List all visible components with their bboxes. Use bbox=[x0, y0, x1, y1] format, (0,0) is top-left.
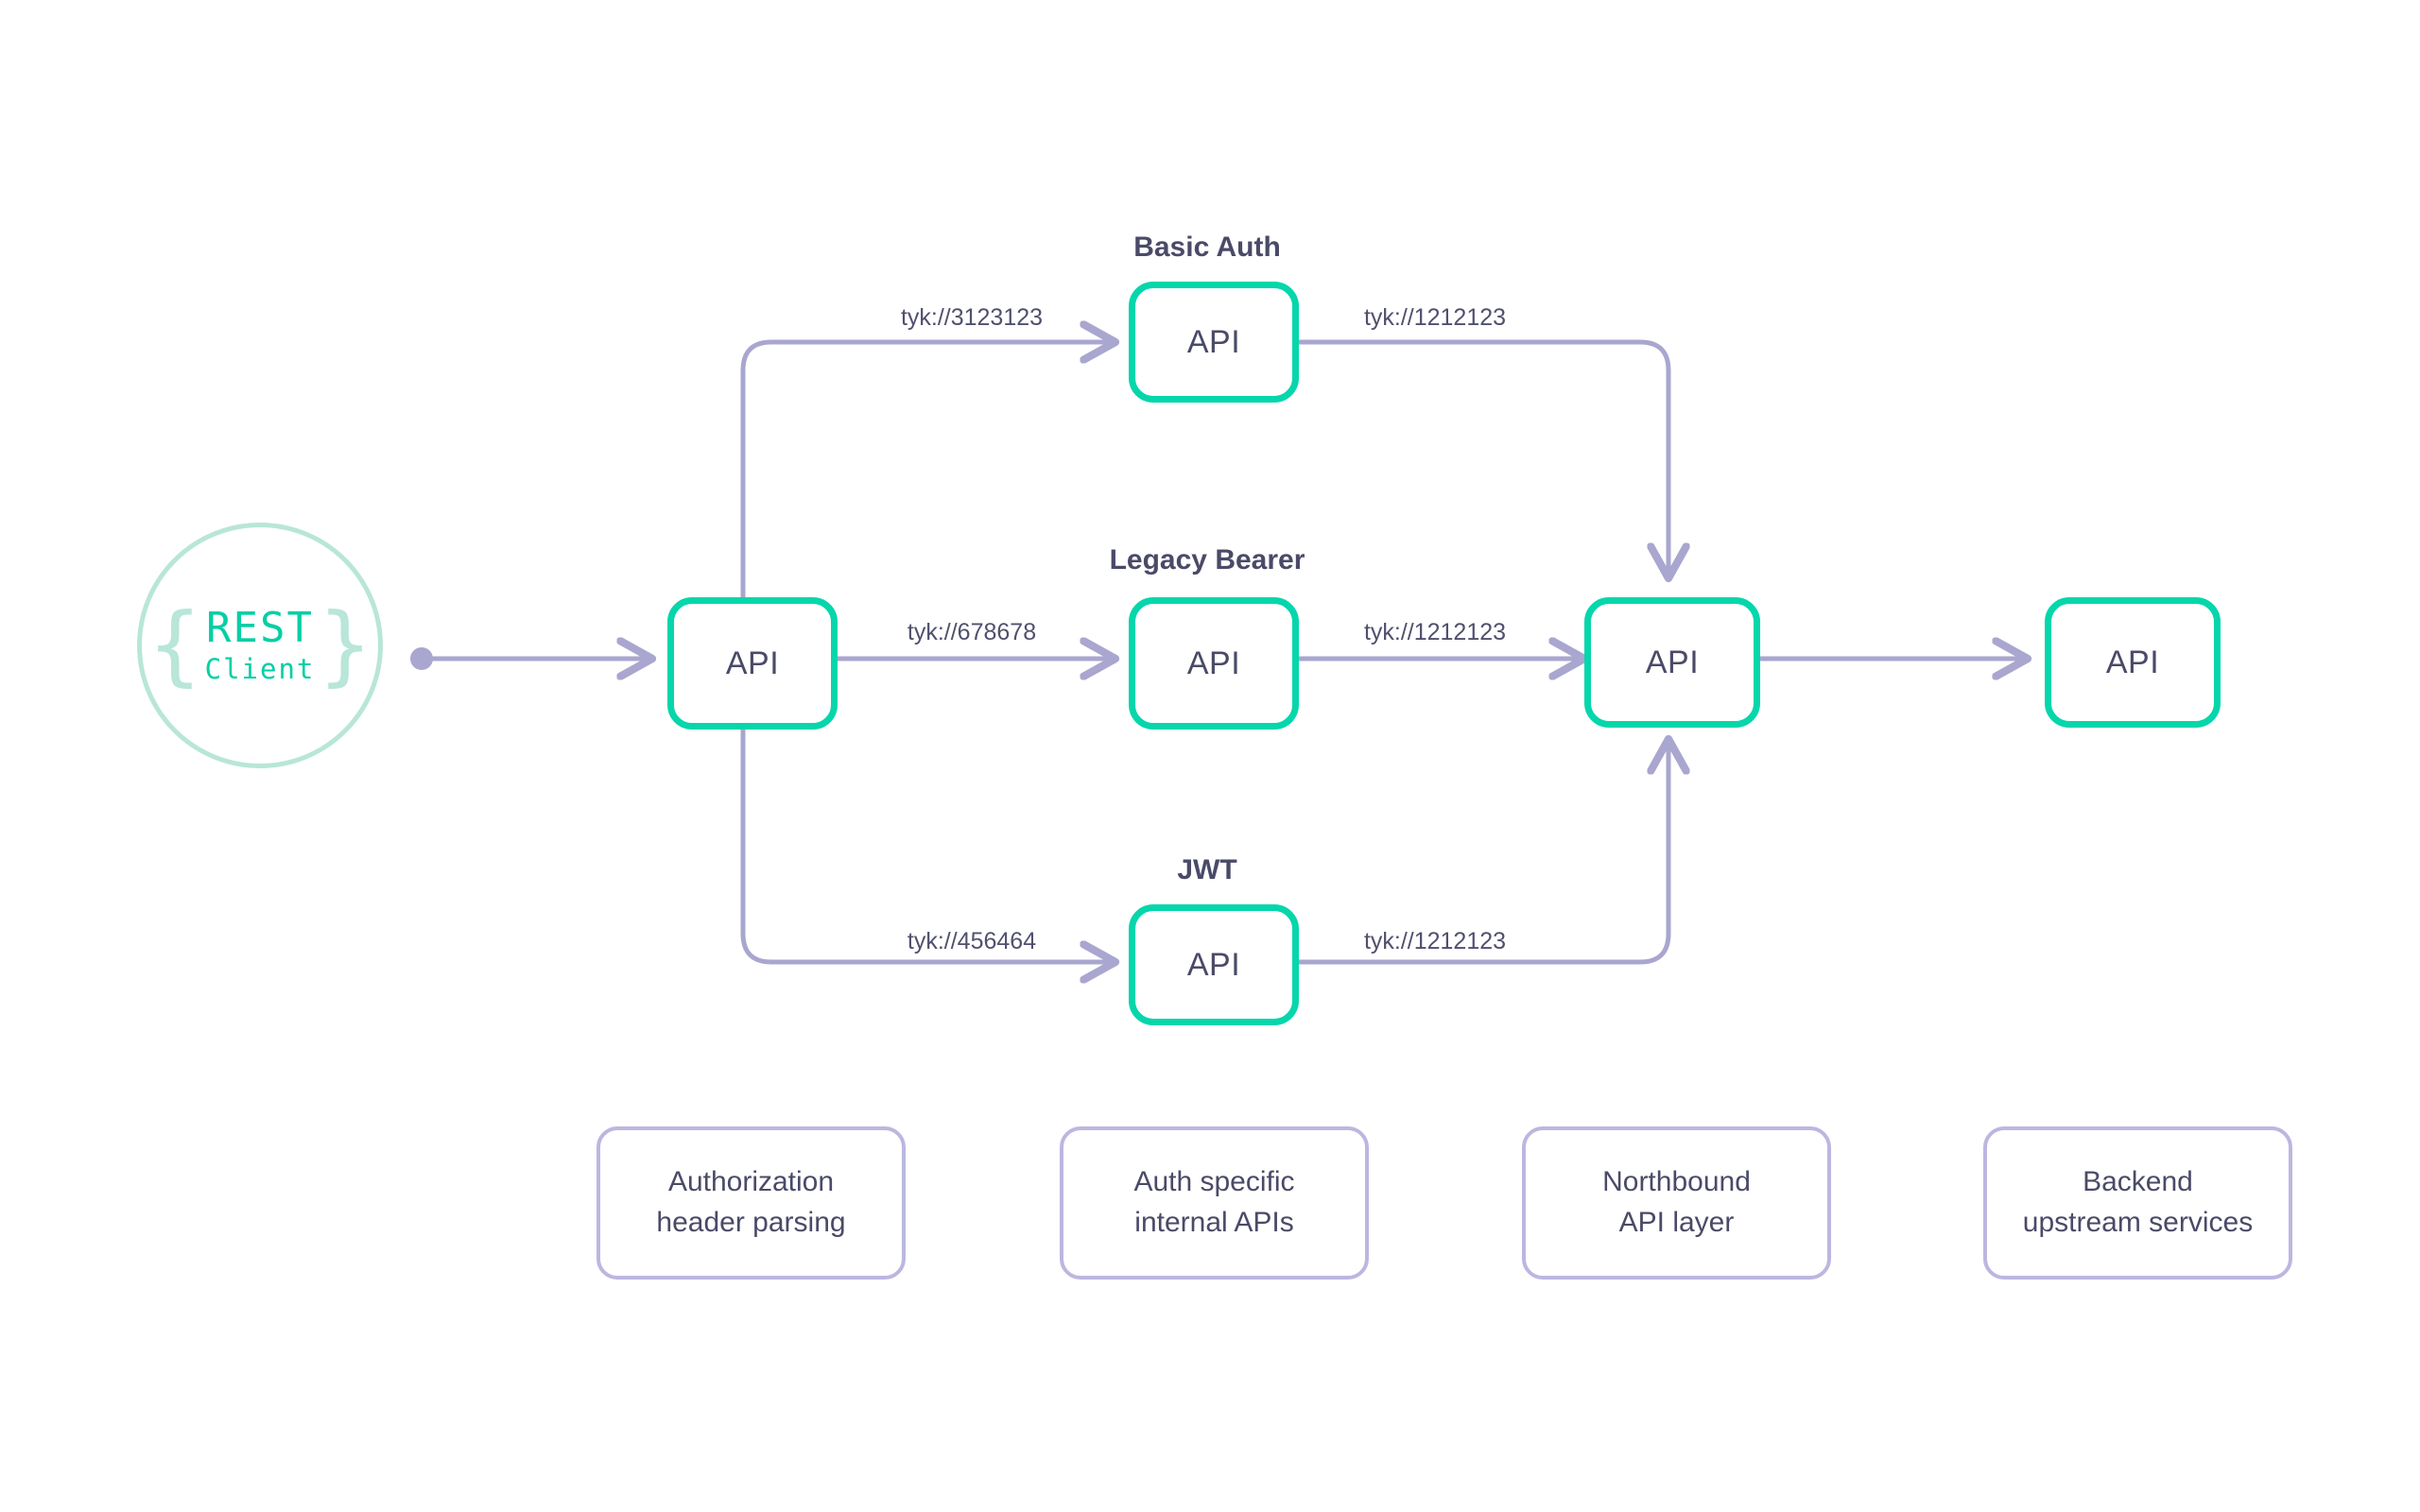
caption-text: Authorization header parsing bbox=[656, 1166, 846, 1238]
api-node-label: API bbox=[1186, 644, 1241, 681]
rest-client-content: { REST Client } bbox=[148, 594, 372, 696]
api-node-label: API bbox=[2105, 644, 2160, 680]
group-title-legacy-bearer: Legacy Bearer bbox=[1109, 544, 1305, 576]
client-origin-dot bbox=[410, 647, 433, 670]
caption-text: Auth specific internal APIs bbox=[1133, 1166, 1295, 1238]
brace-right-icon: } bbox=[319, 594, 372, 696]
edge-basic-auth-to-northbound bbox=[1299, 339, 1668, 578]
brace-left-icon: { bbox=[148, 594, 201, 696]
api-node-jwt[interactable]: API bbox=[1129, 904, 1299, 1025]
caption-auth-specific-internal-apis: Auth specific internal APIs bbox=[1060, 1126, 1369, 1280]
api-node-legacy-bearer[interactable]: API bbox=[1129, 597, 1299, 730]
api-node-northbound[interactable]: API bbox=[1584, 597, 1760, 728]
edge-label-legacy-bearer-to-northbound: tyk://1212123 bbox=[1363, 619, 1507, 645]
rest-client-node: { REST Client } bbox=[137, 523, 383, 768]
api-node-label: API bbox=[1186, 946, 1241, 983]
rest-client-line-1: REST bbox=[206, 604, 314, 653]
edge-label-basic-auth-to-northbound: tyk://1212123 bbox=[1363, 304, 1507, 331]
api-node-label: API bbox=[1645, 644, 1700, 680]
edge-label-to-legacy-bearer: tyk://678678 bbox=[907, 619, 1037, 645]
caption-authorization-header-parsing: Authorization header parsing bbox=[596, 1126, 906, 1280]
edge-label-to-jwt: tyk://456464 bbox=[907, 928, 1037, 954]
caption-backend-upstream-services: Backend upstream services bbox=[1983, 1126, 2292, 1280]
group-title-basic-auth: Basic Auth bbox=[1133, 232, 1281, 263]
group-title-jwt: JWT bbox=[1177, 854, 1237, 885]
api-node-backend[interactable]: API bbox=[2045, 597, 2221, 728]
rest-client-line-2: Client bbox=[204, 652, 316, 685]
edge-label-to-basic-auth: tyk://3123123 bbox=[900, 304, 1044, 331]
edge-label-jwt-to-northbound: tyk://1212123 bbox=[1363, 928, 1507, 954]
rest-client-words: REST Client bbox=[205, 607, 316, 683]
caption-northbound-api-layer: Northbound API layer bbox=[1522, 1126, 1831, 1280]
caption-text: Backend upstream services bbox=[2022, 1166, 2254, 1238]
edge-parser-to-basic-auth bbox=[740, 342, 1115, 597]
api-node-basic-auth[interactable]: API bbox=[1129, 282, 1299, 403]
api-node-label: API bbox=[1186, 323, 1241, 360]
api-node-label: API bbox=[725, 644, 780, 681]
api-node-auth-header-parser[interactable]: API bbox=[667, 597, 838, 730]
caption-text: Northbound API layer bbox=[1602, 1166, 1751, 1238]
